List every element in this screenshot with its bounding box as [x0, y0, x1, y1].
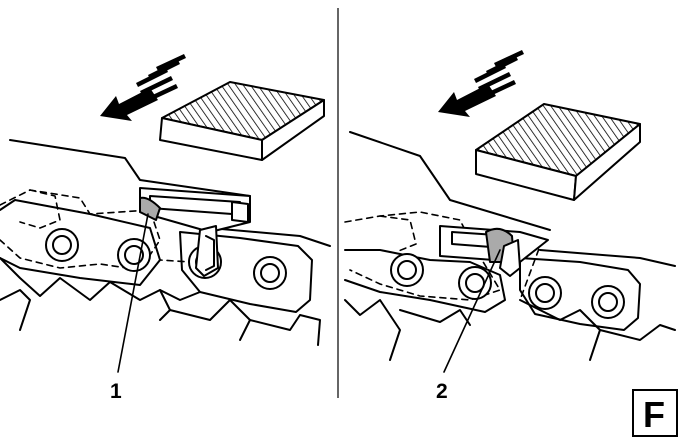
file-right [475, 103, 641, 201]
figure-label: F [643, 394, 665, 435]
guide-bar-right [344, 131, 676, 361]
callout-leader-1 [117, 213, 149, 373]
callout-number-2: 2 [436, 380, 448, 403]
figure-label-box [632, 389, 678, 437]
cutter-tooth-left [139, 187, 251, 277]
cutter-tooth-right [439, 225, 549, 277]
callout-number-1: 1 [110, 380, 122, 403]
panel-left [0, 54, 331, 373]
guide-bar-left [0, 139, 321, 346]
file-left [159, 81, 325, 161]
motion-arrow-right [438, 50, 524, 117]
chain-links-right [344, 249, 676, 331]
motion-arrow-left [100, 54, 186, 121]
callout-leader-2 [443, 249, 501, 373]
panel-right [344, 50, 676, 373]
